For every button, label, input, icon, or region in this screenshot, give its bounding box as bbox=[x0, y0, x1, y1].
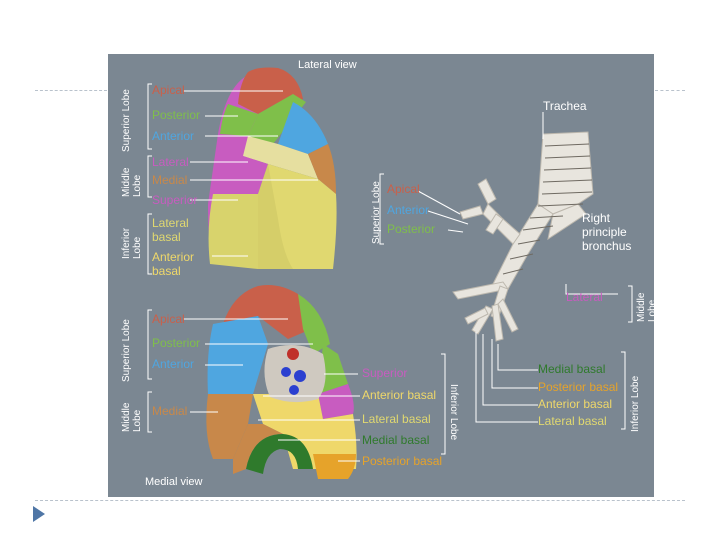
medial-posterior-label: Posterior bbox=[152, 336, 201, 350]
medial-superior-lobe-label: Superior Lobe bbox=[121, 319, 132, 382]
lateral-posterior-label: Posterior bbox=[152, 108, 201, 122]
medial-posterior-basal-label: Posterior basal bbox=[362, 454, 443, 468]
lung-illustration bbox=[147, 67, 633, 479]
bronchus-posterior-basal-label: Posterior basal bbox=[538, 380, 619, 394]
bronchus-superior-lobe-label: Superior Lobe bbox=[371, 181, 382, 244]
lateral-lateral-label: Lateral bbox=[152, 155, 189, 169]
medial-lung bbox=[206, 285, 357, 479]
lateral-anterior-basal-label: Anterior basal bbox=[152, 250, 195, 278]
bronchus-apical-label: Apical bbox=[387, 182, 420, 196]
medial-medial-basal-label: Medial basal bbox=[362, 433, 430, 447]
right-principle-bronchus-label: Right principle bronchus bbox=[582, 211, 632, 253]
lateral-inferior-lobe-label: Inferior Lobe bbox=[121, 227, 143, 259]
bronchus-medial-basal-label: Medial basal bbox=[538, 362, 606, 376]
medial-view-title: Medial view bbox=[145, 476, 203, 488]
bronchus-middle-lobe-label: Middle Lobe bbox=[636, 292, 654, 322]
bottom-divider bbox=[35, 500, 685, 501]
medial-medial-label: Medial bbox=[152, 404, 188, 418]
medial-superior-label: Superior bbox=[362, 366, 408, 380]
trachea-label: Trachea bbox=[543, 99, 587, 113]
lateral-lateral-basal-label: Lateral basal bbox=[152, 216, 189, 244]
bullet-arrow-icon bbox=[33, 506, 45, 522]
bronchial-tree bbox=[452, 131, 594, 342]
lateral-anterior-label: Anterior bbox=[152, 129, 195, 143]
medial-anterior-label: Anterior bbox=[152, 357, 195, 371]
lateral-view-title: Lateral view bbox=[298, 59, 357, 71]
top-divider-left bbox=[35, 90, 107, 91]
medial-apical-label: Apical bbox=[152, 312, 185, 326]
trachea-rings bbox=[502, 143, 593, 275]
bronchus-lateral-basal-label: Lateral basal bbox=[538, 414, 607, 428]
lateral-medial-label: Medial bbox=[152, 173, 188, 187]
lateral-superior-lobe-label: Superior Lobe bbox=[121, 89, 132, 152]
lateral-apical-label: Apical bbox=[152, 83, 185, 97]
lateral-superior-label: Superior bbox=[152, 193, 198, 207]
lateral-lung bbox=[208, 67, 337, 269]
medial-anterior-basal-label: Anterior basal bbox=[362, 388, 437, 402]
leader-lines bbox=[147, 83, 633, 462]
lateral-middle-lobe-label: Middle Lobe bbox=[121, 167, 143, 197]
lung-segments-figure: Lateral view Superior Lobe Middle Lobe I… bbox=[108, 54, 654, 497]
bronchus-inferior-lobe-label: Inferior Lobe bbox=[630, 375, 641, 432]
bronchus-anterior-basal-label: Anterior basal bbox=[538, 397, 613, 411]
medial-inferior-lobe-label: Inferior Lobe bbox=[448, 384, 459, 441]
medial-middle-lobe-label: Middle Lobe bbox=[121, 402, 143, 432]
bronchus-anterior-label: Anterior bbox=[387, 203, 430, 217]
medial-lateral-basal-label: Lateral basal bbox=[362, 412, 431, 426]
bronchus-posterior-label: Posterior bbox=[387, 222, 436, 236]
bronchus-lateral-label: Lateral bbox=[566, 290, 603, 304]
top-divider-right bbox=[655, 90, 685, 91]
